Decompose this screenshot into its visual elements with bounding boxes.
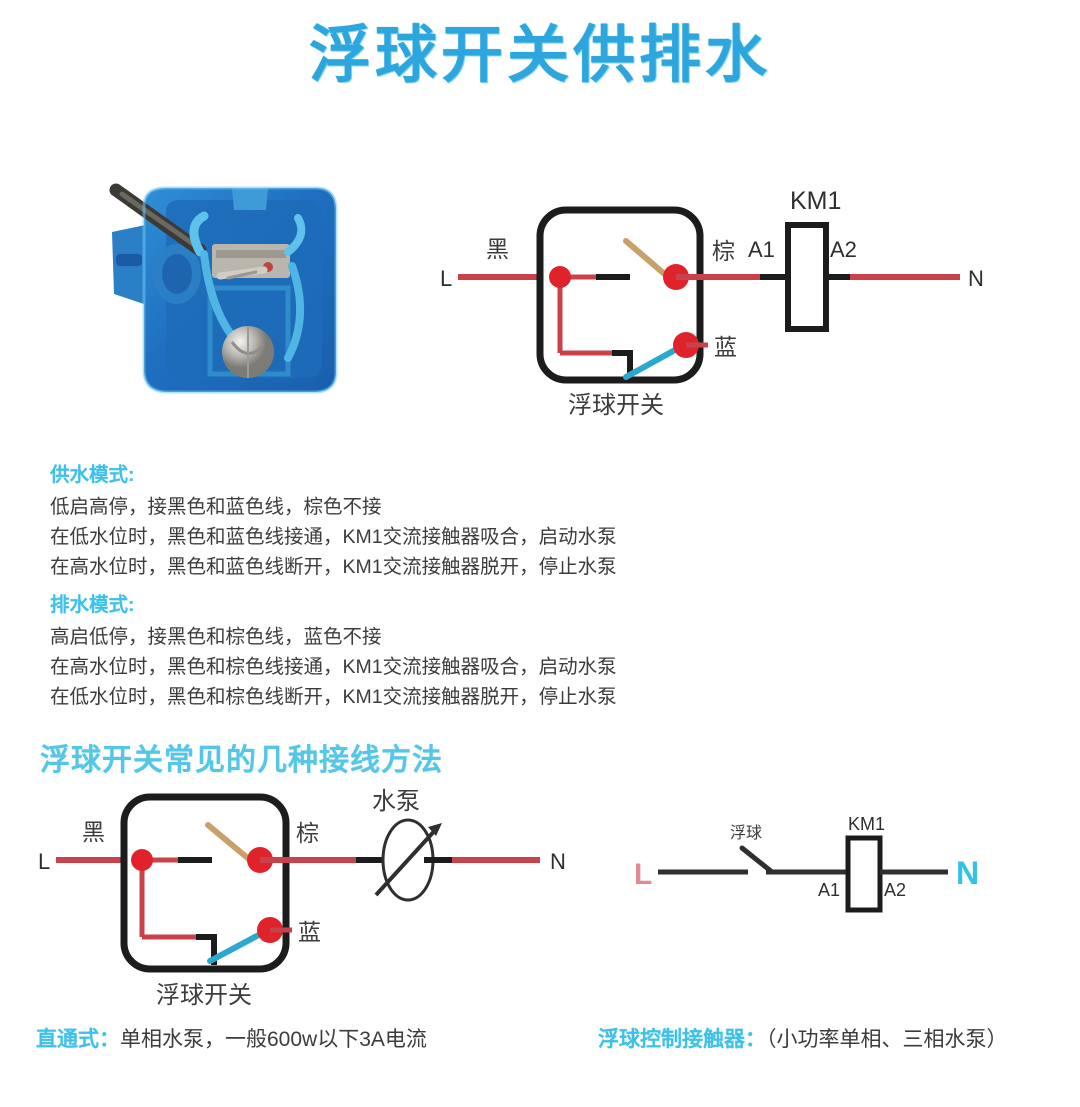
drain-mode-line-2: 在高水位时，黑色和棕色线接通，KM1交流接触器吸合，启动水泵 — [50, 656, 617, 678]
wiring-methods-heading: 浮球开关常见的几种接线方法 — [40, 744, 443, 777]
contactor-wiring-caption-text: （小功率单相、三相水泵） — [766, 1028, 1008, 1051]
supply-mode-text-block: 供水模式: 低启高停，接黑色和蓝色线，棕色不接 在低水位时，黑色和蓝色线接通，K… — [50, 460, 617, 582]
wire-brown-label: 棕 — [712, 238, 735, 264]
terminal-N-label: N — [550, 849, 566, 874]
drain-mode-line-3: 在低水位时，黑色和棕色线断开，KM1交流接触器脱开，停止水泵 — [50, 686, 617, 708]
terminal-N-label: N — [968, 266, 984, 291]
direct-wiring-caption-label: 直通式： — [36, 1028, 120, 1051]
page-title: 浮球开关供排水 — [308, 21, 771, 90]
wire-black-label: 黑 — [82, 819, 105, 845]
float-switch-product-photo — [92, 166, 354, 408]
drain-mode-line-1: 高启低停，接黑色和棕色线，蓝色不接 — [50, 626, 382, 648]
terminal-L-label: L — [634, 858, 652, 891]
terminal-L-label: L — [38, 849, 50, 874]
supply-mode-title: 供水模式: — [50, 464, 135, 486]
contactor-wiring-caption: 浮球控制接触器：（小功率单相、三相水泵） — [598, 1023, 1008, 1053]
wire-brown-label: 棕 — [296, 820, 319, 846]
terminal-L-label: L — [440, 266, 452, 291]
float-switch-label: 浮球 — [730, 824, 762, 842]
direct-wiring-caption-text: 单相水泵，一般600w以下3A电流 — [120, 1028, 427, 1051]
float-switch-contactor-coil-diagram: L 浮球 KM1 A1 A2 N — [600, 800, 1020, 930]
drain-mode-text-block: 排水模式: 高启低停，接黑色和棕色线，蓝色不接 在高水位时，黑色和棕色线接通，K… — [50, 590, 617, 712]
coil-terminal-a2-label: A2 — [830, 237, 857, 262]
coil-terminal-a1-label: A1 — [748, 237, 775, 262]
direct-wiring-caption: 直通式：单相水泵，一般600w以下3A电流 — [36, 1023, 427, 1053]
contactor-wiring-caption-label: 浮球控制接触器： — [598, 1028, 766, 1051]
supply-mode-line-2: 在低水位时，黑色和蓝色线接通，KM1交流接触器吸合，启动水泵 — [50, 526, 617, 548]
contactor-name-label: KM1 — [848, 814, 885, 834]
coil-terminal-a2-label: A2 — [884, 880, 906, 900]
direct-pump-wiring-diagram: L 黑 棕 蓝 水泵 N 浮球开关 — [20, 785, 580, 1020]
wire-black-label: 黑 — [486, 236, 509, 262]
pump-label: 水泵 — [372, 788, 420, 815]
contactor-name-label: KM1 — [790, 187, 841, 215]
coil-terminal-a1-label: A1 — [818, 880, 840, 900]
drain-mode-title: 排水模式: — [50, 594, 135, 616]
terminal-N-label: N — [956, 855, 979, 891]
float-switch-box-caption: 浮球开关 — [156, 982, 252, 1009]
float-switch-box-caption: 浮球开关 — [568, 392, 664, 419]
wire-blue-label: 蓝 — [298, 919, 321, 945]
supply-mode-line-1: 低启高停，接黑色和蓝色线，棕色不接 — [50, 496, 382, 518]
float-switch-contactor-wiring-diagram: L 黑 棕 蓝 KM1 — [440, 185, 1000, 435]
supply-mode-line-3: 在高水位时，黑色和蓝色线断开，KM1交流接触器脱开，停止水泵 — [50, 556, 617, 578]
wire-blue-label: 蓝 — [714, 334, 737, 360]
